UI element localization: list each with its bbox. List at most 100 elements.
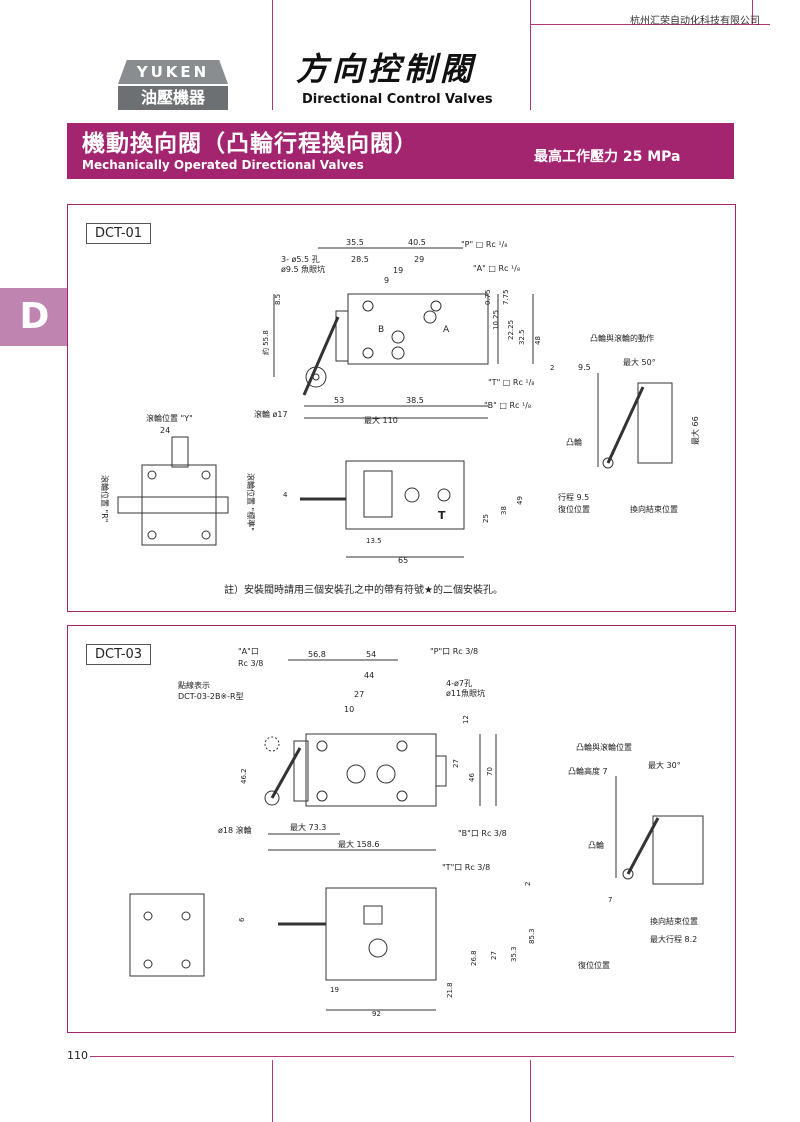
section-banner bbox=[67, 123, 734, 179]
valve-body-side bbox=[345, 460, 465, 530]
port-p-label: "P"口 Rc 3/8 bbox=[430, 647, 478, 656]
dim-label: 10.25 bbox=[492, 310, 500, 330]
page-title-en: Directional Control Valves bbox=[302, 92, 493, 107]
cam-label: 凸輪 bbox=[588, 840, 604, 850]
dim-label: 27 bbox=[354, 690, 364, 699]
dim-label: 4 bbox=[283, 491, 288, 499]
dim-label: 44 bbox=[364, 671, 374, 680]
dim-label: 約 55.8 bbox=[261, 330, 270, 355]
position-title: 凸輪與滾輪位置 bbox=[576, 742, 632, 752]
lever-arm bbox=[302, 316, 340, 396]
port-hole bbox=[391, 330, 405, 344]
logo-wordmark: YUKEN bbox=[118, 60, 228, 84]
dim-label: 9.5 bbox=[578, 363, 591, 372]
port-t-label: "T" □ Rc ¹/₈ bbox=[488, 378, 535, 387]
footer-divider-left bbox=[272, 1060, 273, 1122]
model-code-dct03: DCT-03 bbox=[86, 644, 152, 665]
dim-label: 8.5 bbox=[274, 294, 282, 305]
page-number: 110 bbox=[67, 1049, 88, 1062]
roller bbox=[264, 790, 280, 806]
dim-label: 70 bbox=[486, 767, 494, 776]
dim-label: 85.3 bbox=[528, 928, 536, 944]
mount-hole bbox=[362, 347, 374, 359]
switch-end-label: 換向結束位置 bbox=[630, 504, 678, 514]
dim-label: 12 bbox=[462, 715, 470, 724]
dim-label: 19 bbox=[393, 266, 403, 275]
dim-label: 最大 50° bbox=[623, 357, 656, 367]
dim-label: 92 bbox=[372, 1010, 381, 1018]
dim-label: 最大 66 bbox=[690, 416, 700, 445]
port-t-label: "T"口 Rc 3/8 bbox=[442, 863, 490, 872]
model-code-dct01: DCT-01 bbox=[86, 223, 152, 244]
dim-label: 40.5 bbox=[408, 238, 426, 247]
dim-label: 0.75 bbox=[484, 289, 492, 305]
company-name: 杭州汇荣自动化科技有限公司 bbox=[630, 16, 760, 27]
max-pressure: 最高工作壓力 25 MPa bbox=[534, 149, 681, 165]
port-hole bbox=[423, 310, 437, 324]
dim-label: 10 bbox=[344, 705, 354, 714]
dim-label: 35.3 bbox=[510, 946, 518, 962]
reset-label: 復位位置 bbox=[578, 960, 610, 970]
dim-label: 26.8 bbox=[470, 950, 478, 966]
dim-label: 9 bbox=[384, 276, 389, 285]
panel-dct03: DCT-03 "A"口 Rc 3/8 "P"口 Rc 3/8 56.8 54 4… bbox=[67, 625, 736, 1033]
banner-title-en: Mechanically Operated Directional Valves bbox=[82, 158, 364, 172]
header-divider-right bbox=[530, 0, 531, 110]
lever-housing bbox=[335, 310, 349, 362]
port-b-label: "B"口 Rc 3/8 bbox=[458, 829, 507, 838]
counterbore-label: ø9.5 魚眼坑 bbox=[281, 264, 325, 274]
port-a-label: "A"口 bbox=[238, 647, 259, 656]
roller-pos-y-label: 滾輪位置 "Y" bbox=[146, 413, 193, 423]
dim-label: 48 bbox=[534, 336, 542, 345]
valve-end-view bbox=[129, 893, 205, 977]
motion-title: 凸輪與滾輪的動作 bbox=[590, 333, 654, 343]
mount-hole bbox=[362, 300, 374, 312]
dim-label: 54 bbox=[366, 650, 376, 659]
drawing-dct01: 35.5 40.5 2 8.5 29 19 9 3- ø5.5 孔 ø9.5 魚眼… bbox=[100, 238, 700, 565]
valve-body-top bbox=[347, 293, 489, 365]
header-divider-left bbox=[272, 0, 273, 110]
dim-label: 2 bbox=[524, 882, 532, 886]
mount-hole bbox=[430, 300, 442, 312]
dim-label: 65 bbox=[398, 556, 408, 565]
dim-label: 56.8 bbox=[308, 650, 326, 659]
roller bbox=[305, 366, 327, 388]
roller-pos-r-label: 滾輪位置 "R" bbox=[100, 475, 110, 522]
dim-label: 7 bbox=[608, 896, 612, 904]
port-letter-b: B bbox=[378, 325, 384, 335]
dim-label: 27 bbox=[490, 951, 498, 960]
valve-body-side bbox=[325, 887, 437, 981]
hole-label: 3- ø5.5 孔 bbox=[281, 255, 320, 264]
dim-label: 最大 73.3 bbox=[290, 822, 326, 832]
yuken-logo: YUKEN 油壓機器 bbox=[118, 60, 228, 110]
section-tab: D bbox=[0, 288, 69, 346]
footer-rule bbox=[90, 1056, 734, 1057]
roller-label: ø18 滾輪 bbox=[218, 825, 252, 835]
header-tick bbox=[752, 0, 753, 24]
reset-label: 復位位置 bbox=[558, 504, 590, 514]
dotted-note: 點線表示 bbox=[178, 680, 210, 690]
banner-title-zh: 機動換向閥（凸輪行程換向閥） bbox=[82, 131, 418, 157]
port-hole bbox=[391, 346, 405, 360]
dim-label: 最大 158.6 bbox=[338, 839, 379, 849]
valve-body-top bbox=[305, 733, 437, 807]
counterbore-label: ø11魚眼坑 bbox=[446, 688, 485, 698]
dim-label: 25 bbox=[482, 514, 490, 523]
roller-label: 滾輪 ø17 bbox=[254, 409, 288, 419]
port-letter-a: A bbox=[443, 325, 450, 335]
dim-label: 35.5 bbox=[346, 238, 364, 247]
dim-label: 22.25 bbox=[507, 320, 515, 340]
cam-label: 凸輪 bbox=[566, 437, 582, 447]
roller-pos-std-label: 滾輪位置 "標準" bbox=[246, 473, 256, 531]
page-title-zh: 方向控制閥 bbox=[296, 50, 477, 88]
dim-label: 2 bbox=[550, 364, 554, 372]
dim-label: 46.2 bbox=[240, 768, 248, 784]
max-stroke-label: 最大行程 8.2 bbox=[650, 934, 697, 944]
port-b-label: "B" □ Rc ¹/₈ bbox=[484, 401, 531, 410]
install-note: 註）安裝閥時請用三個安裝孔之中的帶有符號★的二個安裝孔。 bbox=[224, 585, 503, 596]
dim-label: 24 bbox=[160, 426, 170, 435]
port-p-label: "P" □ Rc ¹/₈ bbox=[461, 240, 507, 249]
dim-label: 29 bbox=[414, 255, 424, 264]
dim-label: 49 bbox=[516, 496, 524, 505]
switch-end-label: 換向結束位置 bbox=[650, 916, 698, 926]
